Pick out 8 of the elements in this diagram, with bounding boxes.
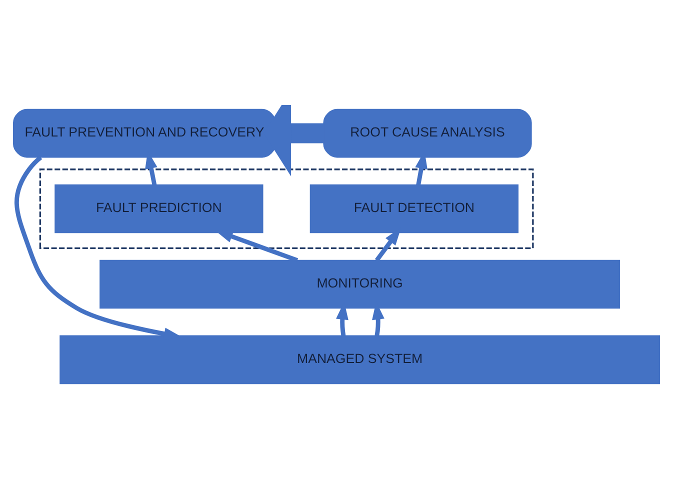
node-box: FAULT DETECTION	[310, 184, 518, 234]
node-box: FAULT PREDICTION	[54, 184, 264, 234]
node-box: ROOT CAUSE ANALYSIS	[323, 108, 532, 158]
node-box: MONITORING	[100, 260, 620, 309]
node-box: FAULT PREVENTION AND RECOVERY	[13, 108, 276, 158]
arrow	[215, 230, 298, 262]
node-box: MANAGED SYSTEM	[60, 335, 660, 384]
cluster	[39, 168, 534, 249]
